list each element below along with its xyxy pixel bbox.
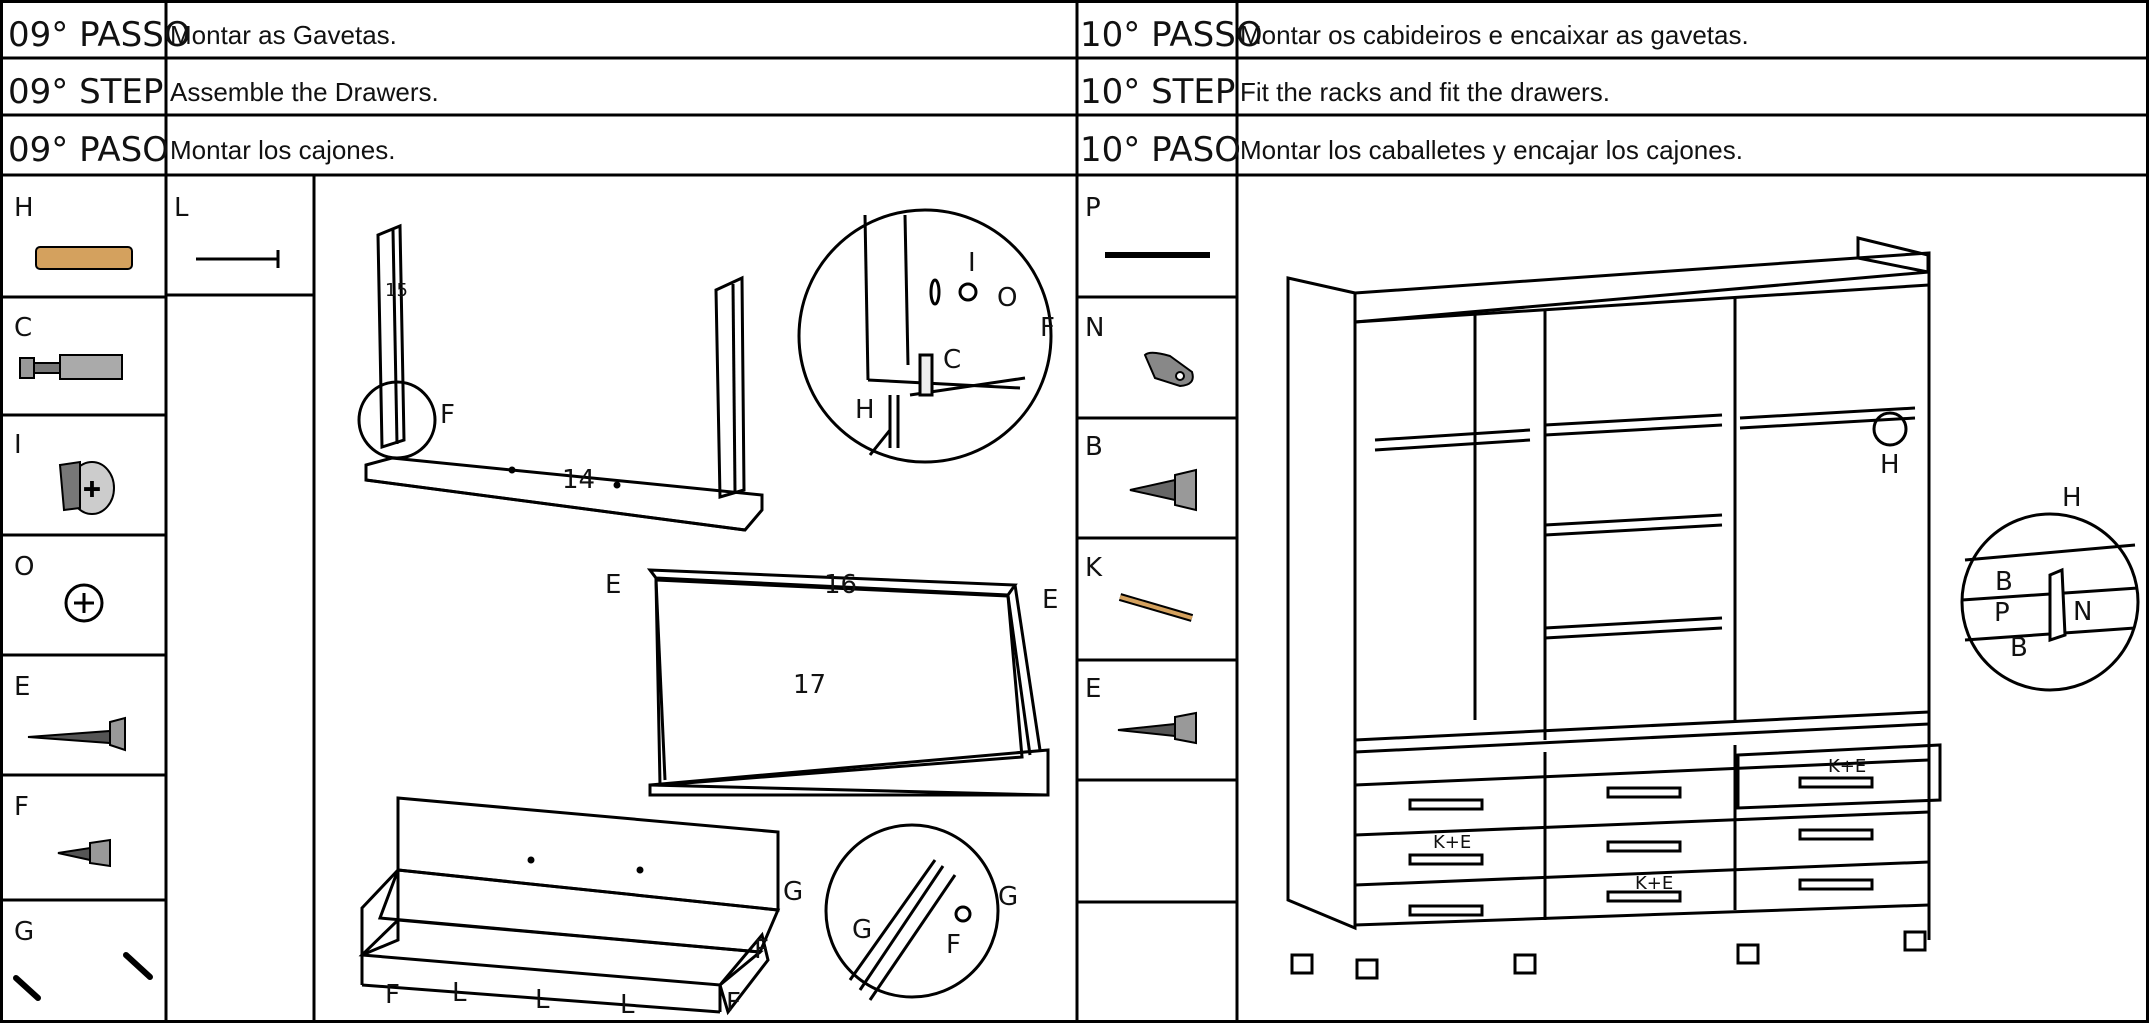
- svg-text:+: +: [83, 477, 101, 502]
- callout: L: [452, 978, 467, 1008]
- callout: O: [997, 283, 1018, 313]
- rod-support-icon: [1143, 351, 1194, 388]
- callout: P: [1994, 598, 2010, 628]
- pin-icon: [13, 952, 153, 1001]
- cam-bolt-icon: [19, 354, 123, 380]
- callout: E: [605, 570, 622, 600]
- callout: L: [620, 990, 635, 1020]
- part-label: E: [1085, 674, 1102, 704]
- callout: H: [2062, 483, 2082, 513]
- cover-cap-icon: [64, 583, 104, 623]
- callout: F: [726, 988, 741, 1018]
- nail-icon: [196, 250, 280, 268]
- callout: 16: [824, 570, 858, 600]
- step-instruction: Montar los caballetes y encajar los cajo…: [1240, 135, 1743, 165]
- step-instruction: Montar as Gavetas.: [170, 20, 397, 50]
- callout: F: [754, 935, 769, 965]
- screw-e-icon: [1117, 711, 1197, 745]
- part-label: F: [14, 792, 29, 822]
- callout: G: [783, 877, 804, 907]
- step-label: 10° PASO: [1080, 130, 1242, 170]
- callout: H: [855, 395, 875, 425]
- part-label: N: [1085, 313, 1105, 343]
- callout: K+E: [1828, 756, 1867, 777]
- screw-b-icon: [1129, 468, 1197, 512]
- callout: F: [946, 930, 961, 960]
- callout: 17: [793, 670, 827, 700]
- callout: K+E: [1635, 873, 1674, 894]
- part-label: O: [14, 552, 35, 582]
- callout: K+E: [1433, 832, 1472, 853]
- part-label: L: [174, 193, 189, 223]
- wardrobe-drawing: [1286, 236, 2140, 980]
- callout: G: [998, 882, 1019, 912]
- step-instruction: Montar os cabideiros e encaixar as gavet…: [1240, 20, 1749, 50]
- step-label: 09° PASSO: [8, 15, 191, 55]
- part-label: P: [1085, 193, 1101, 223]
- callout: B: [1995, 567, 2013, 597]
- callout: F: [385, 980, 400, 1010]
- small-screw-icon: [57, 838, 111, 868]
- callout: H: [1880, 450, 1900, 480]
- part-label: I: [14, 430, 22, 460]
- step-label: 10° PASSO: [1080, 15, 1263, 55]
- part-label: E: [14, 672, 31, 702]
- step-instruction: Fit the racks and fit the drawers.: [1240, 77, 1610, 107]
- step-label: 09° STEP: [8, 72, 164, 112]
- callout: B: [2010, 633, 2028, 663]
- step-label: 09° PASO: [8, 130, 170, 170]
- part-label: H: [14, 193, 34, 223]
- step-instruction: Montar los cajones.: [170, 135, 396, 165]
- callout: N: [2073, 597, 2093, 627]
- screw-icon: [27, 716, 126, 752]
- callout: F: [440, 400, 455, 430]
- callout: 14: [562, 465, 596, 495]
- part-label: C: [14, 313, 33, 343]
- callout: 15: [385, 280, 408, 301]
- callout: G: [852, 915, 873, 945]
- callout: E: [1042, 585, 1059, 615]
- part-label: K: [1085, 553, 1103, 583]
- part-label: G: [14, 917, 35, 947]
- callout: F: [1040, 313, 1055, 343]
- step-label: 10° STEP: [1080, 72, 1236, 112]
- callout: L: [535, 985, 550, 1015]
- part-label: B: [1085, 432, 1103, 462]
- dowel-icon: [35, 246, 133, 270]
- cam-lock-icon: +: [58, 460, 115, 515]
- step-instruction: Assemble the Drawers.: [170, 77, 439, 107]
- callout: I: [968, 248, 976, 278]
- callout: C: [943, 345, 962, 375]
- drawer-assembly-drawing: [357, 208, 1053, 1016]
